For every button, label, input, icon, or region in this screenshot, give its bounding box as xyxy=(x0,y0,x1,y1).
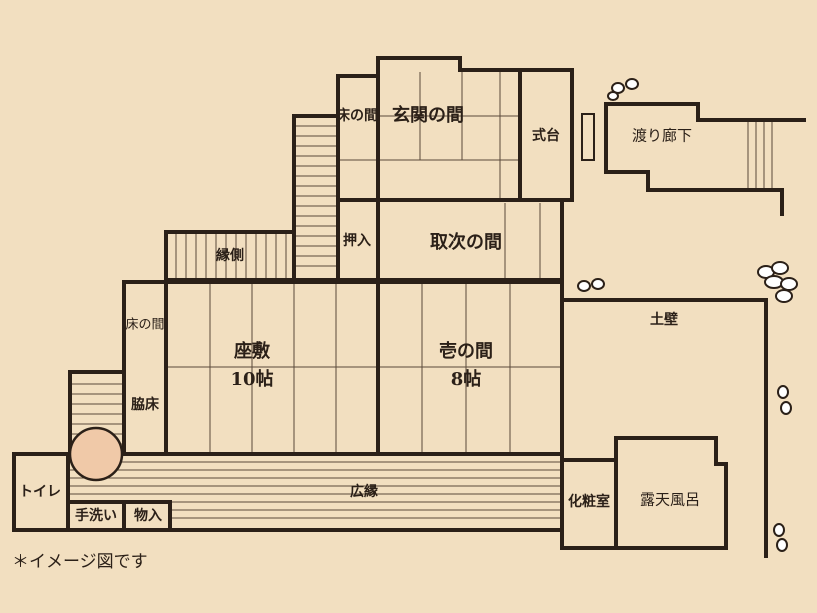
shikidai-label: 式台 xyxy=(532,128,560,144)
hiroen-label: 広縁 xyxy=(350,484,378,500)
walls xyxy=(12,56,806,558)
oshiire-label: 押入 xyxy=(343,233,371,249)
tatami-lines xyxy=(68,72,773,519)
zashiki-name-label: 座敷 xyxy=(234,341,270,362)
toritsugi-label: 取次の間 xyxy=(430,232,502,253)
shikidai-step xyxy=(581,113,595,161)
keshoushitsu-label: 化粧室 xyxy=(568,494,610,510)
tearai-label: 手洗い xyxy=(75,508,117,524)
rotenburo-label: 露天風呂 xyxy=(639,490,701,509)
engawa-label: 縁側 xyxy=(216,248,244,264)
dobeki-label: 土壁 xyxy=(650,312,678,328)
genkan-label: 玄関の間 xyxy=(392,105,464,126)
ichi-name-label: 壱の間 xyxy=(439,341,493,362)
toko-top-label: 床の間 xyxy=(336,108,378,124)
stepping-stones xyxy=(577,78,798,552)
watari-roka-label: 渡り廊下 xyxy=(631,126,693,145)
monoire-label: 物入 xyxy=(134,508,162,524)
wakidoko-label: 脇床 xyxy=(131,397,159,413)
zashiki-size-label: 10帖 xyxy=(230,369,274,390)
toilet-label: トイレ xyxy=(19,484,61,500)
ichi-size-label: 8帖 xyxy=(450,369,482,390)
round-window xyxy=(68,426,124,482)
toko-left-label: 床の間 xyxy=(125,317,165,333)
image-note: ＊イメージ図です xyxy=(12,552,148,572)
